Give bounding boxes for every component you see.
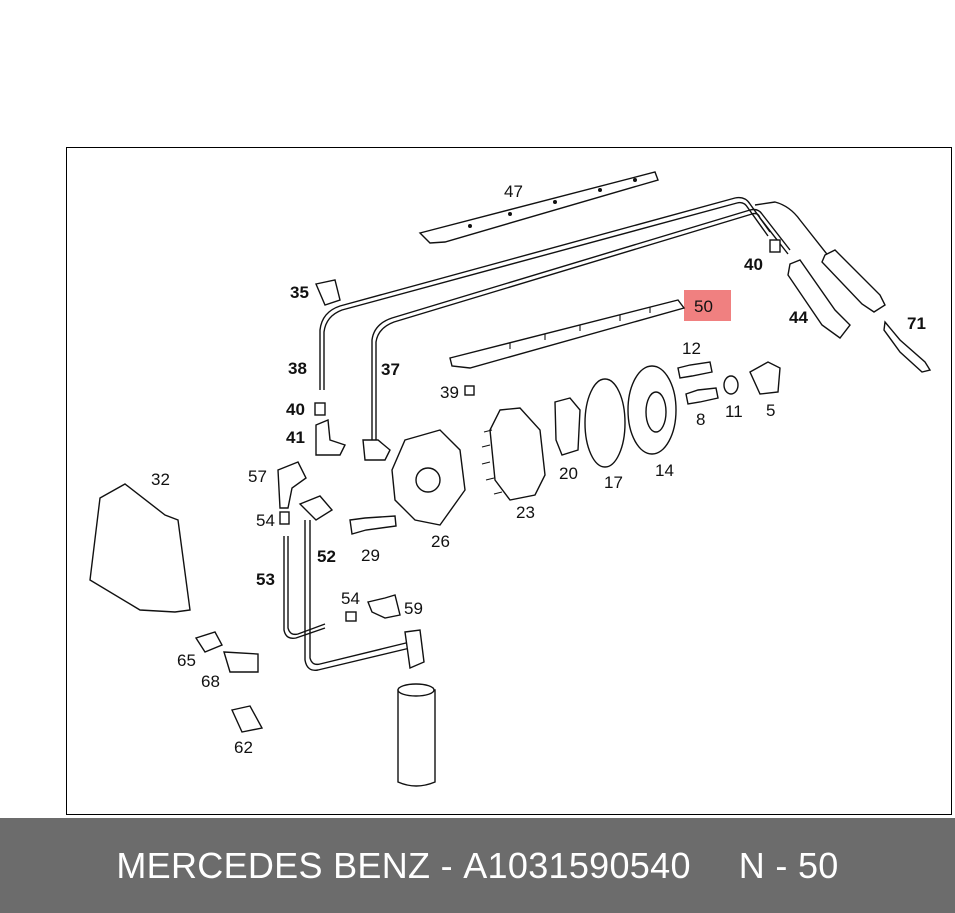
- callout-38: 38: [288, 359, 307, 378]
- part-71-spark-plug: [883, 320, 932, 373]
- part-54-fitting-lower: [345, 611, 357, 622]
- callout-35: 35: [290, 283, 309, 302]
- part-52-boot: [298, 495, 334, 521]
- callout-71: 71: [907, 314, 926, 333]
- callout-65: 65: [177, 651, 196, 670]
- part-37-boot: [362, 439, 391, 461]
- part-32-cover: [89, 483, 191, 613]
- callout-11: 11: [725, 402, 743, 421]
- highlight-box: [684, 290, 731, 321]
- callout-41: 41: [286, 428, 305, 447]
- callout-57: 57: [248, 467, 267, 486]
- part-54-fitting-upper: [279, 511, 290, 525]
- parts-diagram: 47 40 44 71 50 35 38 37 40 41 39 12 8 11…: [89, 171, 932, 787]
- callout-52: 52: [317, 547, 336, 566]
- part-11-washer: [723, 375, 739, 395]
- callout-54-lower: 54: [341, 589, 360, 608]
- part-26-distributor: [391, 429, 466, 526]
- ignition-coil: [397, 629, 436, 787]
- part-23-distributor-cap: [481, 407, 546, 501]
- upper-connector: [821, 249, 886, 313]
- callout-26: 26: [431, 532, 450, 551]
- callout-5: 5: [766, 401, 775, 420]
- part-47-wire-carrier: [418, 171, 659, 244]
- callout-37: 37: [381, 360, 400, 379]
- callout-62: 62: [234, 738, 253, 757]
- callout-59: 59: [404, 599, 423, 618]
- part-59-boot: [367, 594, 401, 619]
- part-68-clip: [223, 651, 259, 673]
- part-35-clip: [315, 279, 341, 306]
- part-44-plug-connector: [787, 259, 851, 339]
- callout-8: 8: [696, 410, 705, 429]
- callout-29: 29: [361, 546, 380, 565]
- part-40-fitting-left: [314, 402, 326, 416]
- footer-part-number: A1031590540: [463, 844, 691, 886]
- part-5-bracket: [749, 361, 781, 395]
- part-41-boot: [315, 418, 346, 456]
- footer-brand: MERCEDES BENZ: [116, 844, 431, 886]
- part-14-pulley: [627, 365, 677, 455]
- part-65-clip: [194, 631, 223, 653]
- footer-position-prefix: N -: [738, 844, 798, 886]
- callout-40-top: 40: [744, 255, 763, 274]
- part-8-bolt: [685, 387, 719, 405]
- callout-32: 32: [151, 470, 170, 489]
- part-40-fitting-top: [769, 239, 781, 253]
- callout-44: 44: [789, 308, 808, 327]
- callout-12: 12: [682, 339, 701, 358]
- short-leads: [283, 520, 411, 671]
- callout-14: 14: [655, 461, 674, 480]
- part-39-nut: [464, 385, 475, 396]
- callout-17: 17: [604, 473, 623, 492]
- part-29-bolt: [349, 515, 397, 535]
- part-50-wire-carrier: [449, 299, 686, 369]
- part-62-clip: [231, 705, 264, 733]
- footer-bar: MERCEDES BENZ - A1031590540 N - 50: [0, 818, 955, 913]
- callout-23: 23: [516, 503, 535, 522]
- callout-20: 20: [559, 464, 578, 483]
- footer-separator: -: [430, 844, 464, 886]
- callout-68: 68: [201, 672, 220, 691]
- part-57-boot: [277, 461, 307, 509]
- callout-54-upper: 54: [256, 511, 275, 530]
- part-20-rotor: [554, 397, 581, 456]
- part-12-bolt: [677, 361, 713, 379]
- callout-47: 47: [504, 182, 523, 201]
- ignition-leads: [319, 196, 831, 445]
- callout-53: 53: [256, 570, 275, 589]
- callout-39: 39: [440, 383, 459, 402]
- callout-40-left: 40: [286, 400, 305, 419]
- footer-position-number: 50: [797, 844, 839, 886]
- callout-50: 50: [694, 297, 713, 316]
- part-17-seal-ring: [584, 378, 626, 468]
